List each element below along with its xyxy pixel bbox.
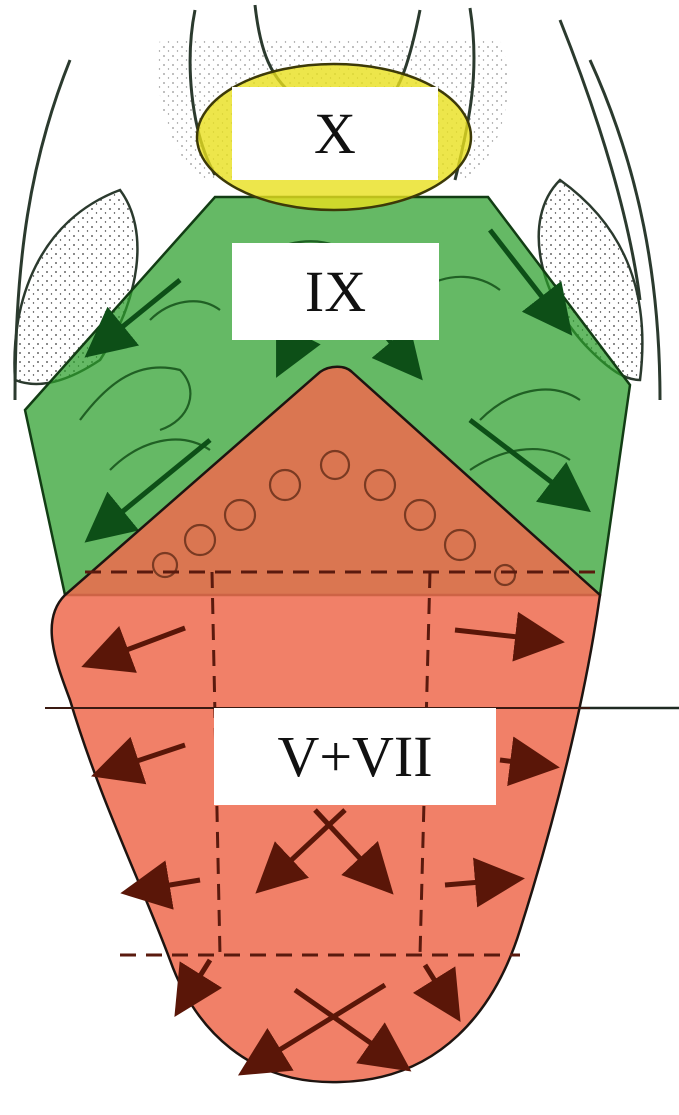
label-ix-box: IX <box>232 243 439 340</box>
label-x-text: X <box>314 105 356 163</box>
label-x-box: X <box>232 87 438 180</box>
label-ix-text: IX <box>305 263 366 321</box>
label-v-vii-box: V+VII <box>214 708 496 805</box>
label-v-vii-text: V+VII <box>277 728 432 786</box>
